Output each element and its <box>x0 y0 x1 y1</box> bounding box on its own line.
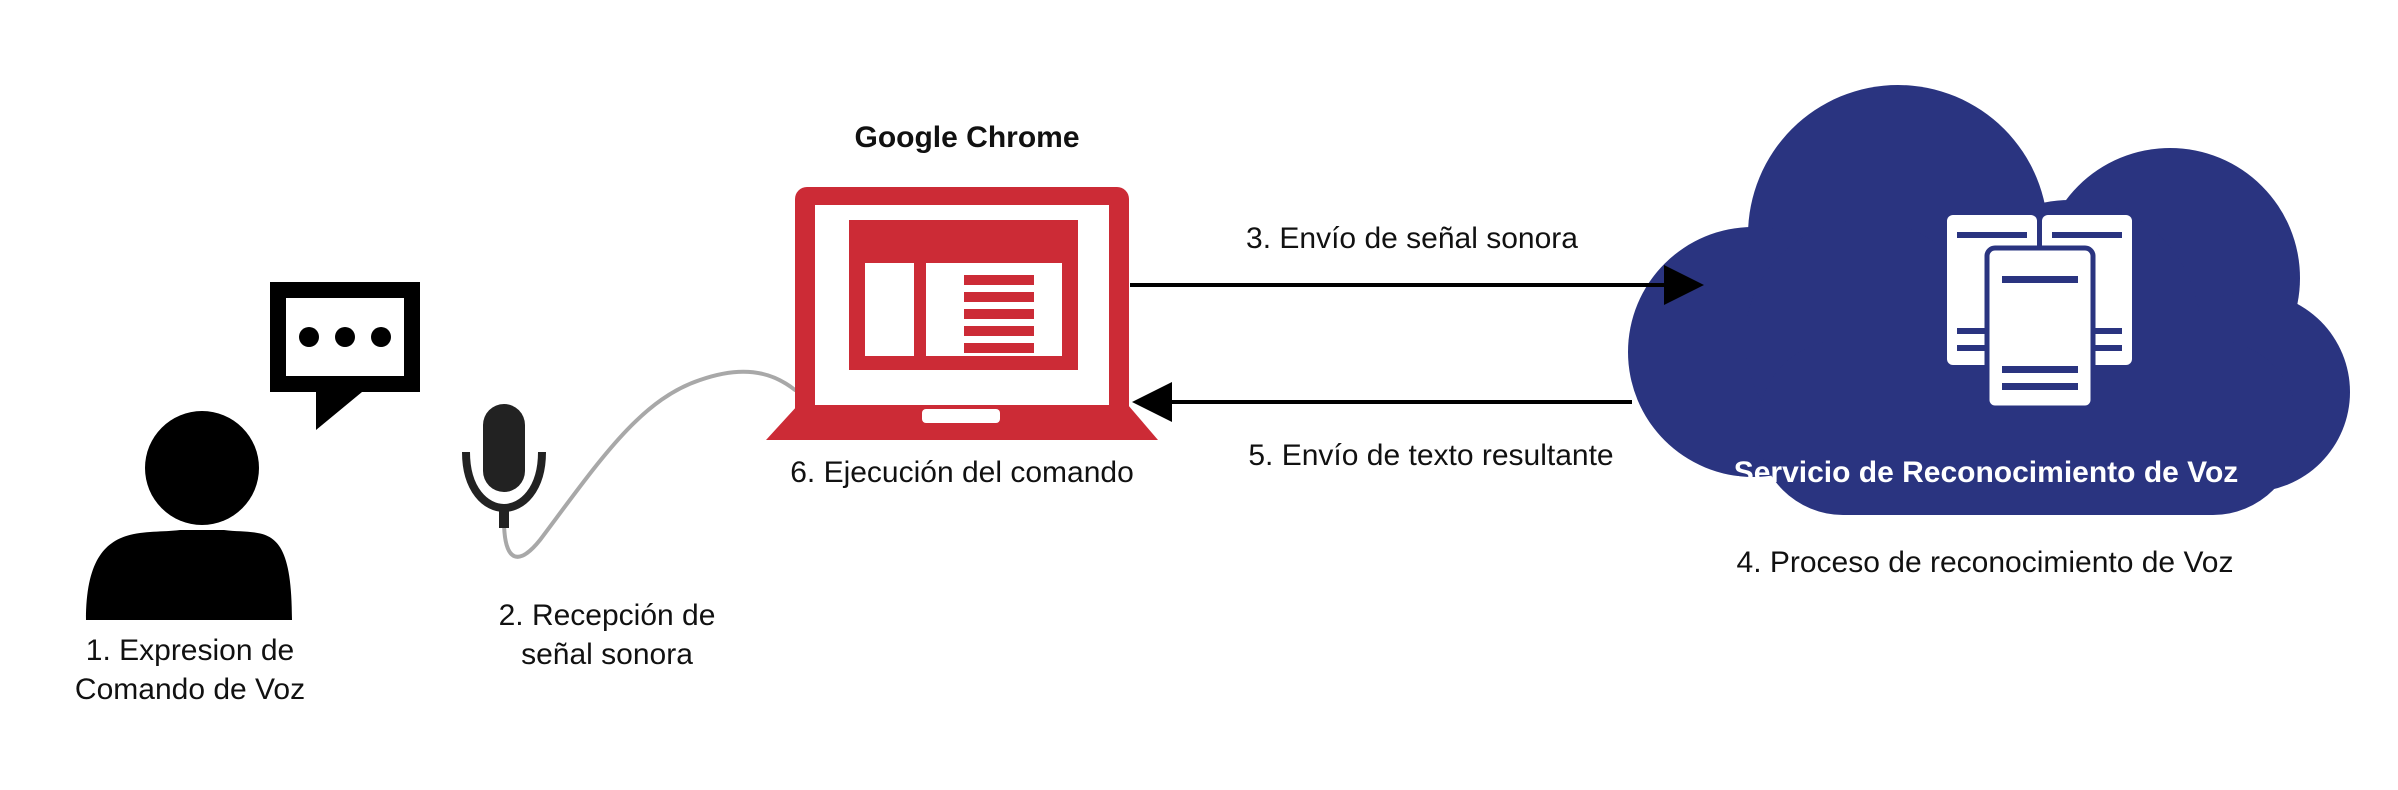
microphone-icon <box>462 404 546 528</box>
step-5-label: 5. Envío de texto resultante <box>1248 439 1613 472</box>
step-6-label: 6. Ejecución del comando <box>790 456 1134 489</box>
server-icon <box>1947 215 2132 411</box>
laptop-icon <box>766 187 1158 440</box>
browser-title: Google Chrome <box>854 121 1079 154</box>
step-1-label-line2: Comando de Voz <box>75 673 305 706</box>
cloud-label: Servicio de Reconocimiento de Voz <box>1734 456 2239 489</box>
step-2-label-line2: señal sonora <box>521 638 693 671</box>
step-2-label-line1: 2. Recepción de <box>499 599 716 632</box>
person-icon <box>86 411 292 620</box>
step-1-label-line1: 1. Expresion de <box>86 634 294 667</box>
speech-bubble-icon <box>270 282 420 430</box>
microphone-cable <box>502 369 797 559</box>
step-4-label: 4. Proceso de reconocimiento de Voz <box>1737 546 2234 579</box>
step-3-label: 3. Envío de señal sonora <box>1246 222 1578 255</box>
